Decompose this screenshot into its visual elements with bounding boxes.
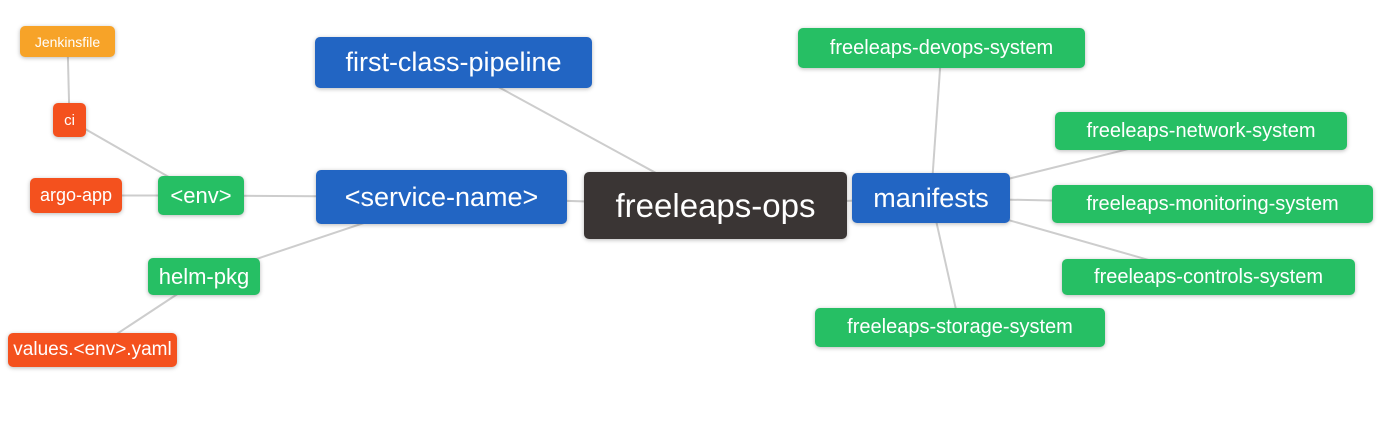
node-ci[interactable]: ci — [53, 103, 86, 137]
node-freeleaps-ops[interactable]: freeleaps-ops — [584, 172, 847, 239]
node-label: Jenkinsfile — [34, 33, 101, 50]
node-label: values.<env>.yaml — [13, 339, 172, 360]
node-helm-pkg[interactable]: helm-pkg — [148, 258, 260, 295]
node-freeleaps-monitoring-system[interactable]: freeleaps-monitoring-system — [1052, 185, 1373, 223]
node-label: <env> — [170, 182, 232, 208]
node-manifests[interactable]: manifests — [852, 173, 1010, 223]
node-freeleaps-network-system[interactable]: freeleaps-network-system — [1055, 112, 1347, 150]
node-freeleaps-storage-system[interactable]: freeleaps-storage-system — [815, 308, 1105, 347]
node-env[interactable]: <env> — [158, 176, 244, 215]
node-label: freeleaps-devops-system — [829, 36, 1054, 59]
node-label: ci — [64, 111, 75, 129]
node-label: manifests — [873, 182, 989, 213]
node-label: first-class-pipeline — [345, 47, 562, 77]
node-freeleaps-controls-system[interactable]: freeleaps-controls-system — [1062, 259, 1355, 295]
node-label: helm-pkg — [158, 263, 250, 289]
node-service-name[interactable]: <service-name> — [316, 170, 567, 224]
node-label: freeleaps-network-system — [1086, 119, 1316, 142]
node-label: argo-app — [39, 185, 113, 205]
node-first-class-pipeline[interactable]: first-class-pipeline — [315, 37, 592, 88]
node-values-env-yaml[interactable]: values.<env>.yaml — [8, 333, 177, 367]
node-freeleaps-devops-system[interactable]: freeleaps-devops-system — [798, 28, 1085, 68]
node-label: freeleaps-storage-system — [847, 316, 1073, 338]
node-label: freeleaps-ops — [615, 186, 816, 224]
node-label: freeleaps-controls-system — [1094, 265, 1323, 288]
node-label: <service-name> — [344, 181, 539, 212]
node-label: freeleaps-monitoring-system — [1086, 192, 1339, 215]
node-jenkinsfile[interactable]: Jenkinsfile — [20, 26, 115, 57]
node-argo-app[interactable]: argo-app — [30, 178, 122, 213]
